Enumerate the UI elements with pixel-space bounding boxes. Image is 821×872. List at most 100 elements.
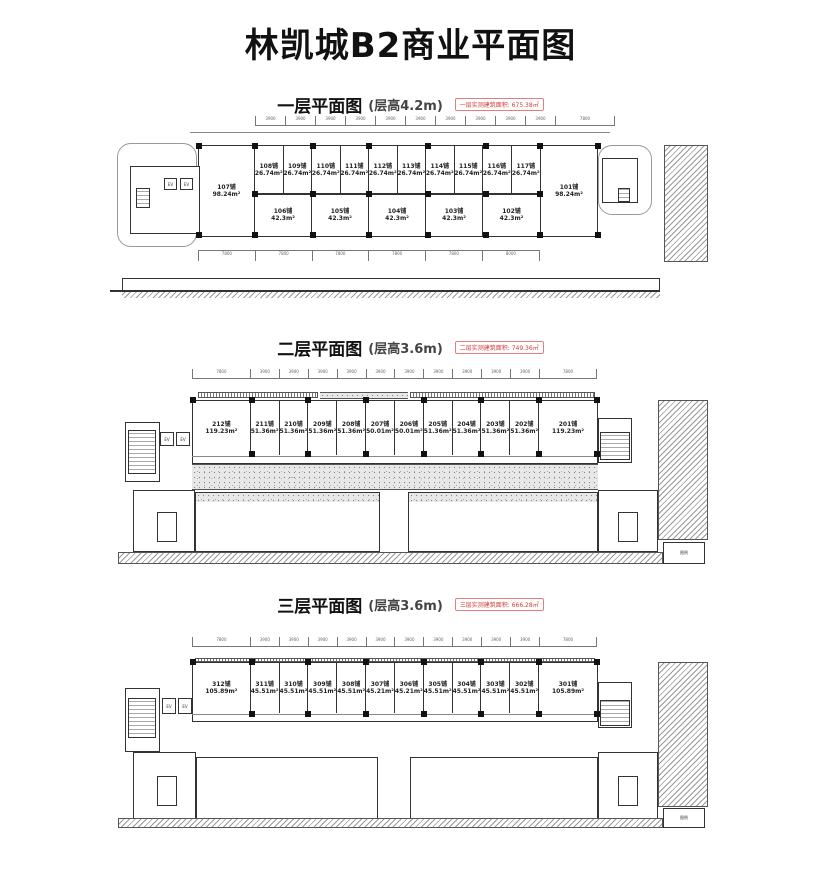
unit-name: 115铺	[458, 162, 478, 170]
unit-area: 45.51m²	[423, 688, 452, 695]
dimension-segment: 7800	[555, 116, 615, 126]
dimension-segment: 3900	[345, 116, 375, 126]
dimension-segment: 3900	[249, 369, 279, 379]
dimension-segment: 7800	[192, 637, 250, 647]
floor-1-elevation-ground	[122, 290, 660, 298]
floor-2-building	[192, 400, 598, 464]
unit-area: 105.89m²	[205, 688, 238, 695]
column	[305, 451, 311, 457]
unit-area: 51.36m²	[279, 428, 308, 435]
column	[594, 659, 600, 665]
floor-1-height: (层高4.2m)	[368, 99, 443, 114]
unit-area: 26.74m²	[511, 169, 540, 177]
floor-2-plaza-walkway	[192, 464, 598, 490]
unit-name: 109铺	[287, 162, 307, 170]
column	[363, 659, 369, 665]
unit-area: 51.36m²	[308, 428, 337, 435]
unit-area: 26.74m²	[368, 169, 397, 177]
unit-name: 301铺	[558, 681, 578, 688]
column	[366, 191, 372, 197]
dimension-segment: 7800	[425, 251, 482, 261]
dimension-segment: 3900	[510, 369, 539, 379]
dimension-segment: 3900	[336, 369, 366, 379]
unit-area: 51.36m²	[481, 428, 510, 435]
floor-3-legend-box: 图例	[663, 808, 705, 828]
unit-area: 51.36m²	[337, 428, 366, 435]
dimension-segment: 3900	[365, 369, 395, 379]
floor-2-title: 二层平面图	[277, 340, 363, 360]
unit-area: 119.23m²	[205, 428, 238, 435]
floor-3-height: (层高3.6m)	[368, 599, 443, 614]
dimension-segment: 3900	[452, 637, 481, 647]
unit-area: 26.74m²	[254, 169, 283, 177]
unit-name: 117铺	[516, 162, 536, 170]
column	[537, 143, 543, 149]
column	[478, 397, 484, 403]
column	[425, 191, 431, 197]
column	[363, 451, 369, 457]
column	[594, 397, 600, 403]
floor-2-right-stair	[600, 432, 630, 460]
unit-area: 51.36m²	[423, 428, 452, 435]
floor-2-plaza-label: —	[290, 475, 294, 480]
floor-3-lower-hall-left	[196, 757, 378, 819]
unit-area: 26.74m²	[425, 169, 454, 177]
unit-name: 112铺	[373, 162, 393, 170]
column	[305, 397, 311, 403]
unit-name: 103铺	[444, 208, 464, 215]
dimension-segment: 7800	[539, 369, 597, 379]
column	[536, 711, 542, 717]
floor-2-right-window	[618, 512, 638, 542]
column	[366, 232, 372, 238]
dimension-segment: 3900	[307, 637, 337, 647]
column	[483, 191, 489, 197]
floor-2-area-badge: 二层实测建筑面积: 749.36㎡	[454, 341, 544, 354]
floor-1-building	[198, 145, 598, 237]
floor-3-left-window	[157, 776, 177, 806]
floor-3-elevator-2: EV	[178, 698, 192, 714]
